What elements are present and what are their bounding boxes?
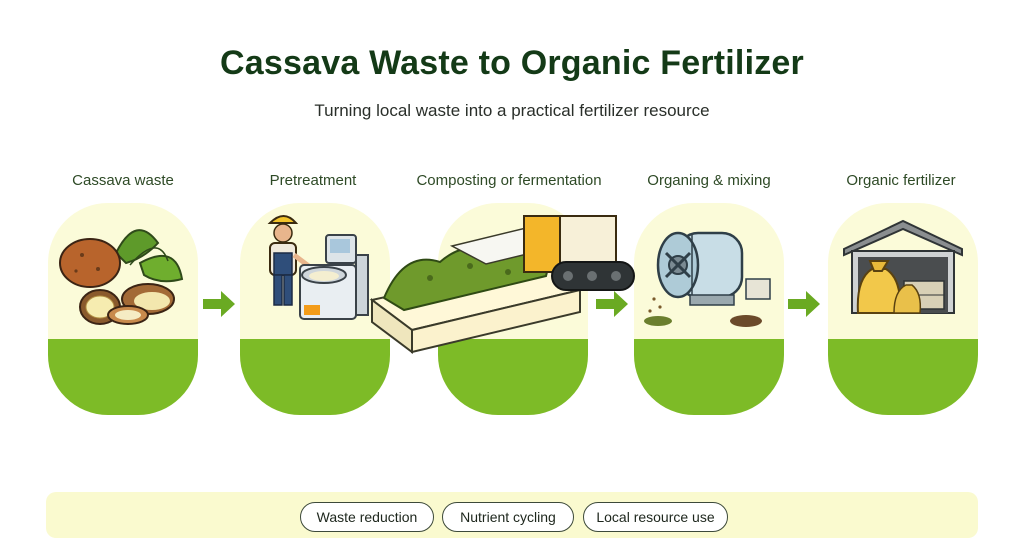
benefit-pill-waste-reduction: Waste reduction	[300, 502, 434, 532]
fertilizer-bags-in-shed-icon	[843, 219, 963, 314]
stage-band	[48, 339, 198, 415]
stage-band	[438, 339, 588, 415]
stage-band	[634, 339, 784, 415]
stage-band	[240, 339, 390, 415]
stage-card-organic-fertilizer	[828, 203, 978, 415]
stage-label-mixing: Organing & mixing	[647, 172, 771, 189]
arrow-right-icon	[203, 291, 235, 317]
benefit-pill-local-resource-use: Local resource use	[583, 502, 728, 532]
stage-band	[828, 339, 978, 415]
stage-label-organic-fertilizer: Organic fertilizer	[846, 172, 956, 189]
stage-card-cassava-waste	[48, 203, 198, 415]
stage-card-composting	[438, 203, 588, 415]
stage-card-mixing	[634, 203, 784, 415]
stage-label-cassava-waste: Cassava waste	[72, 172, 174, 189]
stage-label-pretreatment: Pretreatment	[269, 172, 357, 189]
page-subtitle: Turning local waste into a practical fer…	[314, 101, 710, 120]
stage-card-pretreatment	[240, 203, 390, 415]
stage-label-composting: Composting or fermentation	[416, 172, 602, 189]
arrow-right-icon	[788, 291, 820, 317]
cassava-roots-icon	[59, 229, 184, 325]
rotary-drum-mixer-icon	[644, 231, 771, 327]
worker-with-processing-machine-icon	[267, 215, 369, 320]
page-title: Cassava Waste to Organic Fertilizer	[220, 44, 804, 82]
arrow-right-icon	[596, 291, 628, 317]
benefit-pill-nutrient-cycling: Nutrient cycling	[442, 502, 574, 532]
